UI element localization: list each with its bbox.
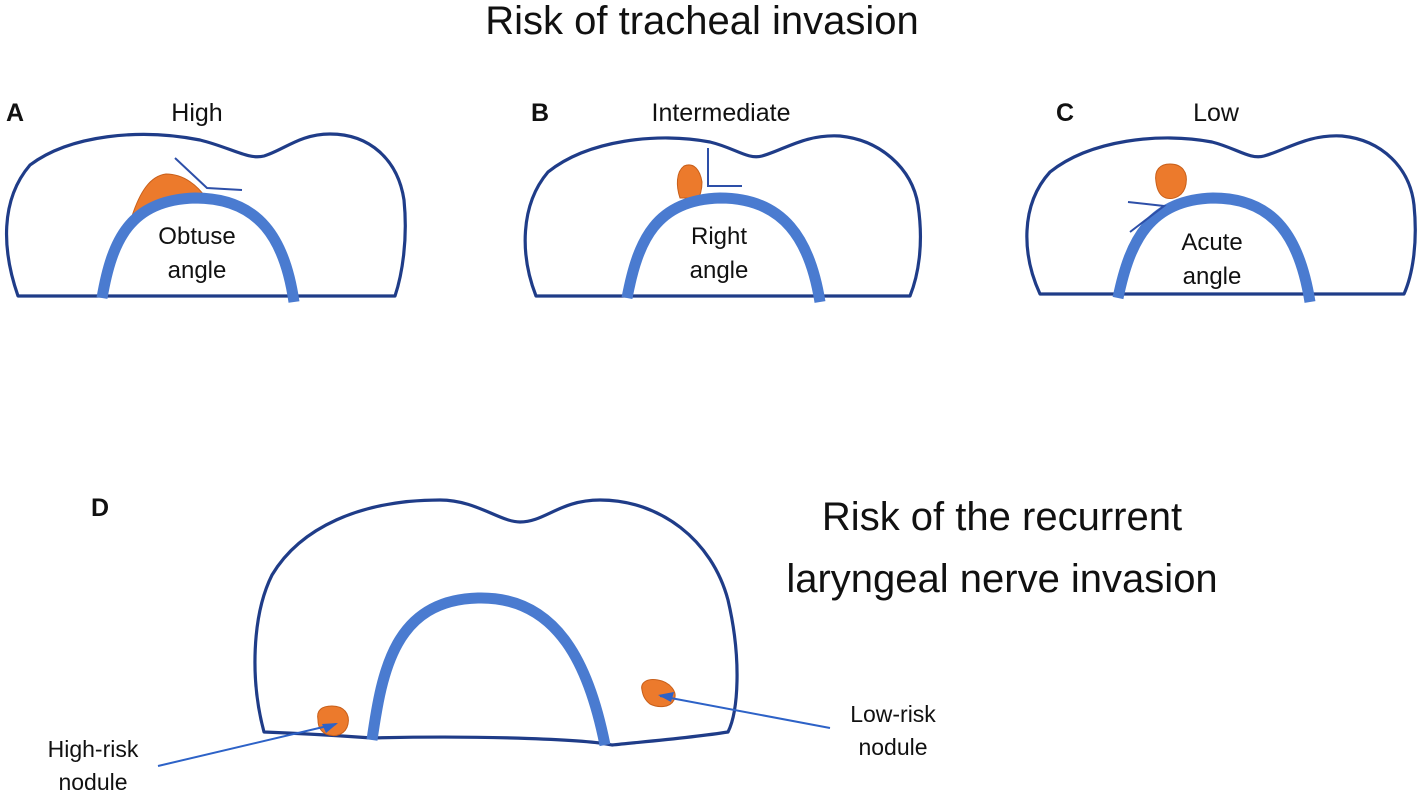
panel-d-low-risk-label-line2: nodule [858,734,927,760]
panel-a-angle-line1: Obtuse [158,223,235,250]
panel-b-risk-label: Intermediate [652,99,791,127]
panel-d-high-risk-label-line2: nodule [58,769,127,795]
panel-a-thyroid-outline [4,132,407,298]
panel-d-low-risk-label-line1: Low-risk [850,701,936,727]
panel-c-angle-marker [1127,201,1167,233]
panel-c-trachea [1112,192,1316,303]
panel-d-thyroid-outline [253,498,739,747]
panel-d-letter: D [91,494,109,522]
panel-d-high-risk-arrow [157,723,337,767]
top-title: Risk of tracheal invasion [485,0,919,43]
panel-b-nodule [676,164,703,199]
panel-c-risk-label: Low [1193,99,1240,127]
panel-a-angle-line2: angle [168,257,227,284]
panel-a-angle-marker [174,157,243,191]
panel-c-angle-line2: angle [1183,263,1242,290]
panel-d-low-risk-nodule [641,679,676,708]
panel-d: D Risk of the recurrent laryngeal nerve … [48,494,1218,795]
panel-c-nodule [1155,163,1187,199]
panel-b-letter: B [531,99,549,127]
panel-c-thyroid-outline [1025,134,1417,296]
panel-a-risk-label: High [171,99,222,127]
panel-c-letter: C [1056,99,1074,127]
panel-b-thyroid-outline [523,134,923,298]
panel-b-angle-marker [707,148,742,187]
panel-a-letter: A [6,99,24,127]
panel-c-angle-line1: Acute [1181,229,1242,256]
panel-c: C Low Acute angle [1025,99,1417,303]
panel-a: A High Obtuse angle [4,99,407,303]
panel-d-high-risk-arrowhead [322,723,338,733]
panel-d-title-line1: Risk of the recurrent [822,495,1182,539]
panel-d-low-risk-arrow [659,695,831,729]
panel-d-low-risk-arrowhead [658,692,674,702]
panel-d-trachea [366,592,611,747]
panel-d-title-line2: laryngeal nerve invasion [786,557,1217,601]
panel-d-high-risk-label-line1: High-risk [48,736,139,762]
panel-d-high-risk-nodule [317,705,349,737]
panel-b-angle-line1: Right [691,223,747,250]
panel-b-trachea [621,192,826,303]
panel-b-angle-line2: angle [690,257,749,284]
panel-b: B Intermediate Right angle [523,99,923,303]
panel-a-trachea [96,192,300,303]
